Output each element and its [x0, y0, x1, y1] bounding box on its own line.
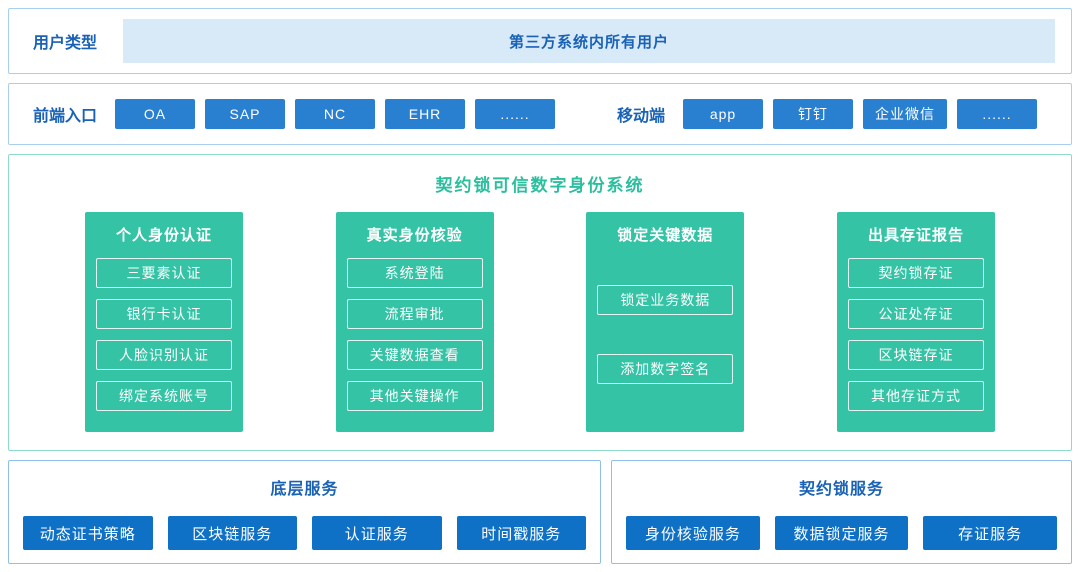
- column-item: 三要素认证: [96, 258, 232, 288]
- service-button-data-lock[interactable]: 数据锁定服务: [775, 516, 909, 550]
- entry-button-oa[interactable]: OA: [115, 99, 195, 129]
- column-items: 锁定业务数据 添加数字签名: [597, 247, 733, 422]
- main-system-panel: 契约锁可信数字身份系统 个人身份认证 三要素认证 银行卡认证 人脸识别认证 绑定…: [8, 154, 1072, 451]
- column-lock-key-data: 锁定关键数据 锁定业务数据 添加数字签名: [586, 212, 744, 432]
- column-item: 锁定业务数据: [597, 285, 733, 315]
- service-button-dynamic-cert-policy[interactable]: 动态证书策略: [23, 516, 153, 550]
- column-item: 添加数字签名: [597, 354, 733, 384]
- frontend-entry-label: 前端入口: [33, 102, 97, 126]
- user-type-label: 用户类型: [33, 29, 97, 53]
- service-button-blockchain[interactable]: 区块链服务: [168, 516, 298, 550]
- column-items: 三要素认证 银行卡认证 人脸识别认证 绑定系统账号: [96, 247, 232, 422]
- user-type-value-bar: 第三方系统内所有用户: [123, 19, 1055, 63]
- column-title: 出具存证报告: [848, 224, 984, 245]
- qys-services-panel: 契约锁服务 身份核验服务 数据锁定服务 存证服务: [611, 460, 1072, 564]
- column-item: 绑定系统账号: [96, 381, 232, 411]
- column-title: 个人身份认证: [96, 224, 232, 245]
- column-items: 契约锁存证 公证处存证 区块链存证 其他存证方式: [848, 247, 984, 422]
- main-system-title: 契约锁可信数字身份系统: [9, 171, 1071, 196]
- column-item: 其他关键操作: [347, 381, 483, 411]
- mobile-entry-label: 移动端: [617, 102, 665, 126]
- column-title: 锁定关键数据: [597, 224, 733, 245]
- column-title: 真实身份核验: [347, 224, 483, 245]
- service-button-identity-verify[interactable]: 身份核验服务: [626, 516, 760, 550]
- column-item: 区块链存证: [848, 340, 984, 370]
- column-personal-identity-auth: 个人身份认证 三要素认证 银行卡认证 人脸识别认证 绑定系统账号: [85, 212, 243, 432]
- capability-columns: 个人身份认证 三要素认证 银行卡认证 人脸识别认证 绑定系统账号 真实身份核验 …: [9, 196, 1071, 436]
- column-items: 系统登陆 流程审批 关键数据查看 其他关键操作: [347, 247, 483, 422]
- column-real-identity-verify: 真实身份核验 系统登陆 流程审批 关键数据查看 其他关键操作: [336, 212, 494, 432]
- service-button-timestamp[interactable]: 时间戳服务: [457, 516, 587, 550]
- base-services-title: 底层服务: [21, 475, 588, 499]
- service-button-evidence[interactable]: 存证服务: [923, 516, 1057, 550]
- column-item: 银行卡认证: [96, 299, 232, 329]
- entry-button-ehr[interactable]: EHR: [385, 99, 465, 129]
- frontend-entry-row: 前端入口 OA SAP NC EHR ...... 移动端 app 钉钉 企业微…: [8, 83, 1072, 145]
- entry-button-mobile-more[interactable]: ......: [957, 99, 1037, 129]
- column-item: 其他存证方式: [848, 381, 984, 411]
- column-item: 系统登陆: [347, 258, 483, 288]
- entry-button-wecom[interactable]: 企业微信: [863, 99, 947, 129]
- entry-button-app[interactable]: app: [683, 99, 763, 129]
- service-button-authentication[interactable]: 认证服务: [312, 516, 442, 550]
- bottom-services: 底层服务 动态证书策略 区块链服务 认证服务 时间戳服务 契约锁服务 身份核验服…: [8, 460, 1072, 564]
- base-services-buttons: 动态证书策略 区块链服务 认证服务 时间戳服务: [21, 499, 588, 550]
- column-item: 流程审批: [347, 299, 483, 329]
- column-item: 公证处存证: [848, 299, 984, 329]
- qys-services-title: 契约锁服务: [624, 475, 1059, 499]
- column-evidence-report: 出具存证报告 契约锁存证 公证处存证 区块链存证 其他存证方式: [837, 212, 995, 432]
- base-services-panel: 底层服务 动态证书策略 区块链服务 认证服务 时间戳服务: [8, 460, 601, 564]
- user-type-row: 用户类型 第三方系统内所有用户: [8, 8, 1072, 74]
- entry-button-nc[interactable]: NC: [295, 99, 375, 129]
- column-item: 契约锁存证: [848, 258, 984, 288]
- entry-button-sap[interactable]: SAP: [205, 99, 285, 129]
- column-item: 人脸识别认证: [96, 340, 232, 370]
- column-item: 关键数据查看: [347, 340, 483, 370]
- entry-button-dingtalk[interactable]: 钉钉: [773, 99, 853, 129]
- qys-services-buttons: 身份核验服务 数据锁定服务 存证服务: [624, 499, 1059, 550]
- entry-button-web-more[interactable]: ......: [475, 99, 555, 129]
